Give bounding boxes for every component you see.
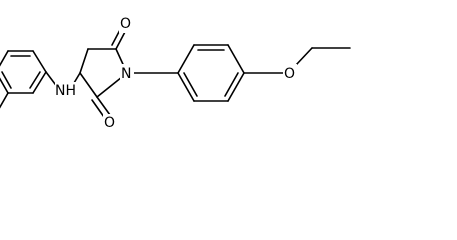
toluidine-group (0, 50, 81, 109)
amine-nh-label: NH (55, 83, 76, 99)
bond-co-bottom-2 (91, 99, 105, 118)
ether-oxygen-label: O (284, 66, 295, 82)
carbonyl-oxygen-bottom-label: O (104, 115, 115, 131)
ring2-inner-3 (183, 72, 198, 97)
bond-ch2-chnh (79, 48, 89, 74)
ethoxyphenyl-group (126, 44, 351, 102)
ring2-bond-4 (227, 72, 245, 102)
ring1-bond-3 (0, 50, 9, 67)
bond-co-bottom-1 (96, 96, 111, 116)
ring2-bond-6 (177, 72, 195, 102)
ring1-inner-2 (1, 71, 12, 89)
pyrrolidinedione-ring (79, 48, 128, 98)
ring1-bond-6 (32, 71, 47, 94)
bond-aryl-methyl (0, 92, 9, 109)
ring2-inner-2 (224, 72, 239, 97)
ring1-inner-3 (29, 71, 41, 89)
carbonyl-oxygen-top-label: O (120, 16, 131, 32)
bond-o-ch2 (295, 47, 313, 66)
ring2-bond-1 (177, 44, 195, 74)
bond-co-top-1 (115, 29, 127, 50)
ring1-bond-4 (0, 77, 9, 94)
ring2-bond-3 (227, 44, 245, 74)
ring1-bond-1 (32, 50, 47, 73)
ring-nitrogen-label: N (121, 66, 131, 82)
atom-labels: N O O O NH (55, 15, 297, 132)
bond-chnh-c-bottom (79, 72, 98, 98)
molecule-structure-drawing: N O O O NH (0, 15, 351, 132)
carbonyl-bottom (91, 96, 111, 118)
